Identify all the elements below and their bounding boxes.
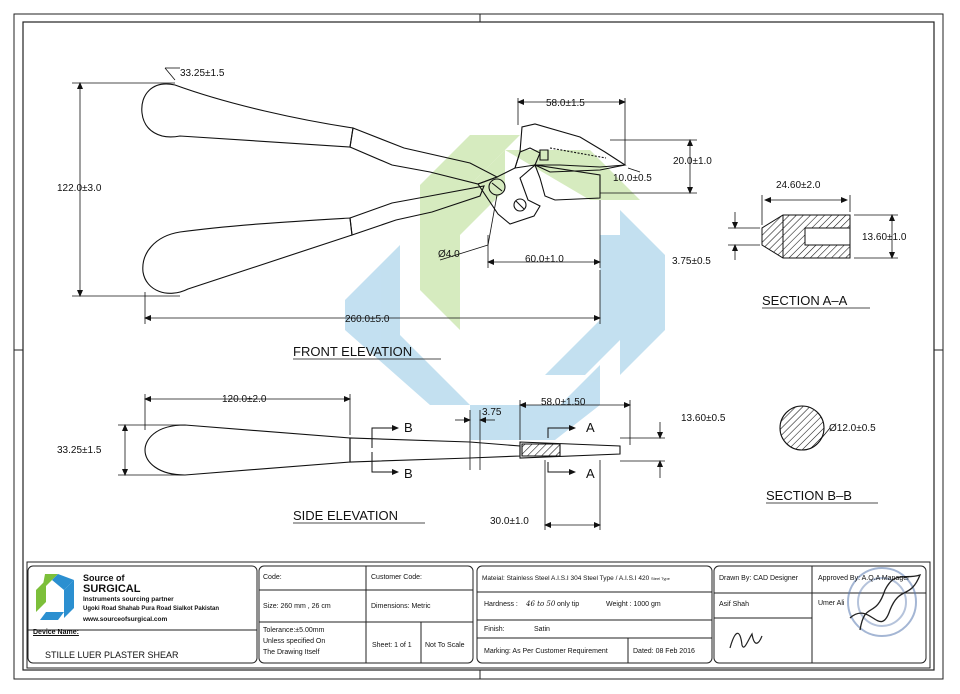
material-alt-suffix: Steel Type [651, 576, 670, 581]
dim-tip-height: 10.0±0.5 [613, 173, 652, 184]
dim-side-offset: 3.75 [482, 407, 502, 418]
material-spec: Mateial: Stainless Steel A.I.S.I 304 Ste… [482, 575, 670, 582]
tolerance-line1: Tolerance:±5.00mm [263, 627, 325, 634]
company-address: Ugoki Road Shahab Pura Road Sialkot Paki… [83, 606, 220, 612]
dim-overall-length: 260.0±5.0 [345, 314, 390, 325]
drawn-by-label: Drawn By: CAD Designer [719, 575, 798, 582]
dim-side-jaw-length: 58.0±1.50 [541, 397, 586, 408]
company-tagline: Instruments sourcing partner [83, 596, 174, 603]
front-elevation-shear [141, 83, 627, 294]
scale-note: Not To Scale [425, 642, 465, 649]
drawer-signature [729, 632, 763, 649]
dim-pivot-to-tip: 60.0±1.0 [525, 254, 564, 265]
device-name: STILLE LUER PLASTER SHEAR [45, 650, 179, 660]
dim-section-aa-width: 24.60±2.0 [776, 180, 821, 191]
front-elevation-dimensions [72, 67, 697, 324]
customer-code-label: Customer Code: [371, 574, 422, 581]
dim-handle-end-width: 33.25±1.5 [180, 68, 225, 79]
dim-jaw-height: 20.0±1.0 [673, 156, 712, 167]
dim-section-aa-step: 3.75±0.5 [672, 256, 711, 267]
dimensions-unit: Dimensions: Metric [371, 603, 431, 610]
weight-value: Weight : 1000 gm [606, 601, 661, 608]
approval-stamp [847, 567, 922, 637]
material-alt: A.I.S.I 420 [618, 575, 650, 582]
dim-side-hinge-length: 30.0±1.0 [490, 516, 529, 527]
tolerance-line2: Unless specified On [263, 638, 326, 645]
company-logo [36, 574, 74, 620]
hardness-suffix: only tip [557, 601, 580, 608]
drawer-name: Asif Shah [719, 601, 749, 608]
watermark-logo [345, 135, 665, 440]
dim-jaw-length: 58.0±1.5 [546, 98, 585, 109]
company-name-line2: SURGICAL [83, 583, 141, 595]
section-aa-title: SECTION A–A [762, 293, 848, 308]
company-website: www.sourceofsurgical.com [83, 616, 168, 623]
approved-by-label: Approved By: A.Q.A Manager [818, 575, 910, 582]
dim-side-handle-length: 120.0±2.0 [222, 394, 267, 405]
tolerance-line3: The Drawing Itself [263, 649, 320, 656]
dim-side-thickness: 13.60±0.5 [681, 413, 726, 424]
side-elevation-title: SIDE ELEVATION [293, 508, 398, 523]
inner-border [22, 21, 935, 671]
code-label: Code: [263, 574, 282, 581]
outer-border [13, 13, 944, 680]
section-bb [779, 405, 831, 451]
hardness-value: 46 to 50 [526, 600, 556, 608]
front-elevation-title: FRONT ELEVATION [293, 344, 412, 359]
marker-b-bottom: B [404, 466, 413, 481]
hardness-label: Hardness : [484, 601, 518, 608]
dim-section-bb-diameter: Ø12.0±0.5 [829, 423, 876, 434]
drawing-date: Dated: 08 Feb 2016 [633, 648, 695, 655]
material-main: Mateial: Stainless Steel A.I.S.I 304 Ste… [482, 575, 614, 582]
dim-section-aa-height: 13.60±1.0 [862, 232, 907, 243]
section-aa [728, 195, 898, 260]
approver-name: Umer Ali [818, 600, 845, 607]
section-bb-title: SECTION B–B [766, 488, 852, 503]
finish-value: Satin [534, 626, 550, 633]
title-block [26, 561, 931, 669]
device-name-label: Device Name: [33, 629, 79, 636]
dim-pivot-hole: Ø4.0 [438, 249, 460, 260]
finish-label: Finish: [484, 626, 505, 633]
side-elevation-dimensions [118, 394, 665, 530]
company-name-line1: Source of [83, 573, 125, 583]
marker-a-top: A [586, 420, 595, 435]
sheet-number: Sheet: 1 of 1 [372, 642, 412, 649]
section-markers [371, 425, 576, 475]
dim-overall-height: 122.0±3.0 [57, 183, 102, 194]
marking-note: Marking: As Per Customer Requirement [484, 648, 608, 655]
dim-side-handle-width: 33.25±1.5 [57, 445, 102, 456]
size-value: Size: 260 mm , 26 cm [263, 603, 331, 610]
marker-a-bottom: A [586, 466, 595, 481]
marker-b-top: B [404, 420, 413, 435]
